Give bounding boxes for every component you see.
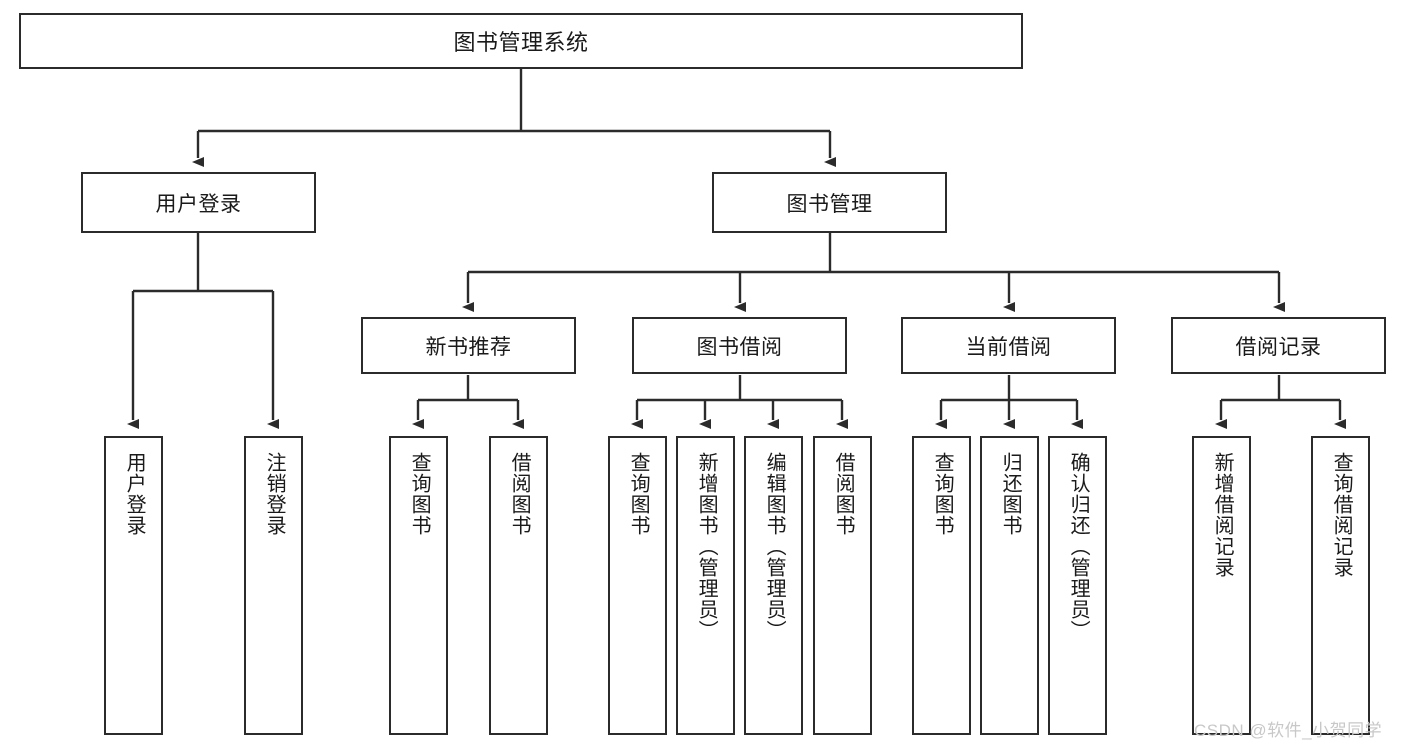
node-user-login-label: 用户登录	[155, 192, 242, 216]
leaf-borrow-add-book-admin[interactable]: 新增图书（管理员）	[676, 436, 735, 735]
leaf-label: 借阅图书	[832, 452, 855, 536]
leaf-current-return-book[interactable]: 归还图书	[980, 436, 1039, 735]
node-book-management-label: 图书管理	[786, 192, 873, 216]
node-book-management[interactable]: 图书管理	[712, 172, 947, 233]
leaf-label: 确认归还（管理员）	[1067, 452, 1090, 641]
leaf-label: 查询图书	[931, 452, 954, 536]
node-borrow-record-label: 借阅记录	[1235, 335, 1322, 359]
node-book-borrow-label: 图书借阅	[696, 335, 783, 359]
leaf-borrow-edit-book-admin[interactable]: 编辑图书（管理员）	[744, 436, 803, 735]
leaf-borrow-borrow-book[interactable]: 借阅图书	[813, 436, 872, 735]
leaf-label: 用户登录	[123, 452, 146, 536]
node-current-borrow-label: 当前借阅	[965, 335, 1052, 359]
node-current-borrow[interactable]: 当前借阅	[901, 317, 1116, 374]
leaf-label: 新增图书（管理员）	[695, 452, 718, 641]
leaf-label: 借阅图书	[508, 452, 531, 536]
leaf-current-query-book[interactable]: 查询图书	[912, 436, 971, 735]
csdn-watermark: CSDN @软件_小贺同学	[1194, 721, 1383, 740]
node-borrow-record[interactable]: 借阅记录	[1171, 317, 1386, 374]
leaf-user-login-logout[interactable]: 注销登录	[244, 436, 303, 735]
leaf-new-book-query[interactable]: 查询图书	[389, 436, 448, 735]
leaf-borrow-query-book[interactable]: 查询图书	[608, 436, 667, 735]
node-book-borrow[interactable]: 图书借阅	[632, 317, 847, 374]
leaf-label: 编辑图书（管理员）	[763, 452, 786, 641]
leaf-current-confirm-return-admin[interactable]: 确认归还（管理员）	[1048, 436, 1107, 735]
node-new-book-recommend-label: 新书推荐	[425, 335, 512, 359]
leaf-label: 查询图书	[627, 452, 650, 536]
leaf-user-login-login[interactable]: 用户登录	[104, 436, 163, 735]
leaf-label: 归还图书	[999, 452, 1022, 536]
leaf-record-query-record[interactable]: 查询借阅记录	[1311, 436, 1370, 735]
leaf-record-add-record[interactable]: 新增借阅记录	[1192, 436, 1251, 735]
leaf-label: 查询图书	[408, 452, 431, 536]
leaf-label: 新增借阅记录	[1211, 452, 1234, 578]
leaf-label: 查询借阅记录	[1330, 452, 1353, 578]
leaf-new-book-borrow[interactable]: 借阅图书	[489, 436, 548, 735]
node-new-book-recommend[interactable]: 新书推荐	[361, 317, 576, 374]
node-root[interactable]: 图书管理系统	[19, 13, 1023, 69]
leaf-label: 注销登录	[263, 452, 286, 536]
node-user-login[interactable]: 用户登录	[81, 172, 316, 233]
node-root-label: 图书管理系统	[453, 30, 589, 55]
